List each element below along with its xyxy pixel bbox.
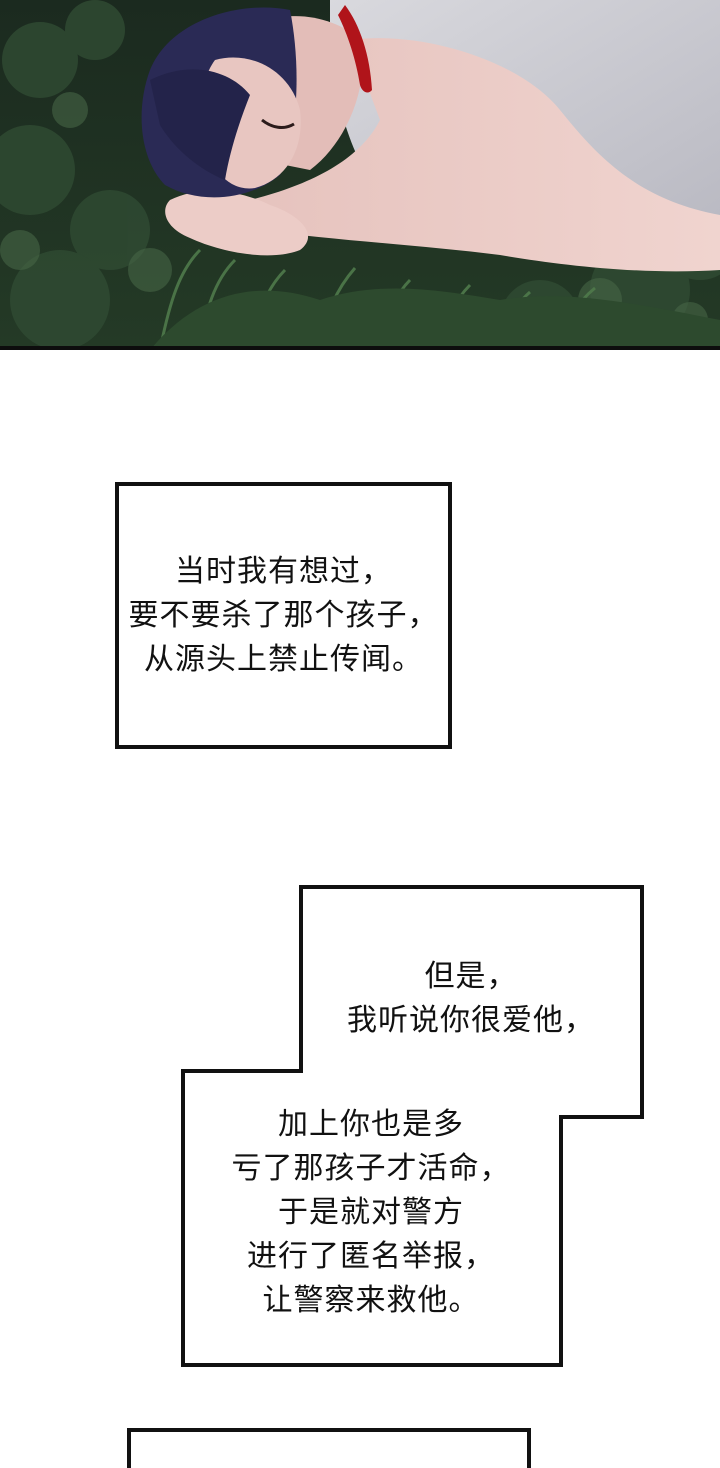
caption-1-line-2: 要不要杀了那个孩子， <box>128 597 439 633</box>
caption-box-1: 当时我有想过， 要不要杀了那个孩子， 从源头上禁止传闻。 <box>115 482 452 749</box>
next-panel-edge <box>127 1428 531 1468</box>
boy-lying-in-grass-illustration <box>0 0 720 346</box>
caption-2-bottom-text: 加上你也是多 亏了那孩子才活命， 于是就对警方 进行了匿名举报， 让警察来救他。 <box>201 1103 541 1323</box>
caption-2-top-line-1: 但是， <box>424 959 518 994</box>
caption-1-line-1: 当时我有想过， <box>175 553 392 589</box>
caption-2-top-line-2: 我听说你很爱他， <box>347 1003 595 1038</box>
caption-2-top-text: 但是， 我听说你很爱他， <box>331 955 611 1043</box>
caption-2-bottom-line-2: 亏了那孩子才活命， <box>231 1151 511 1186</box>
caption-2-bottom-line-3: 于是就对警方 <box>278 1195 464 1230</box>
caption-2-bottom-line-1: 加上你也是多 <box>278 1107 464 1142</box>
caption-1-line-3: 从源头上禁止传闻。 <box>144 641 423 677</box>
scene-panel <box>0 0 720 350</box>
caption-box-2: 但是， 我听说你很爱他， 加上你也是多 亏了那孩子才活命， 于是就对警方 进行了… <box>181 885 645 1367</box>
stepped-caption-outline <box>181 885 644 1367</box>
caption-2-bottom-line-4: 进行了匿名举报， <box>247 1239 495 1274</box>
caption-2-bottom-line-5: 让警察来救他。 <box>262 1283 480 1318</box>
